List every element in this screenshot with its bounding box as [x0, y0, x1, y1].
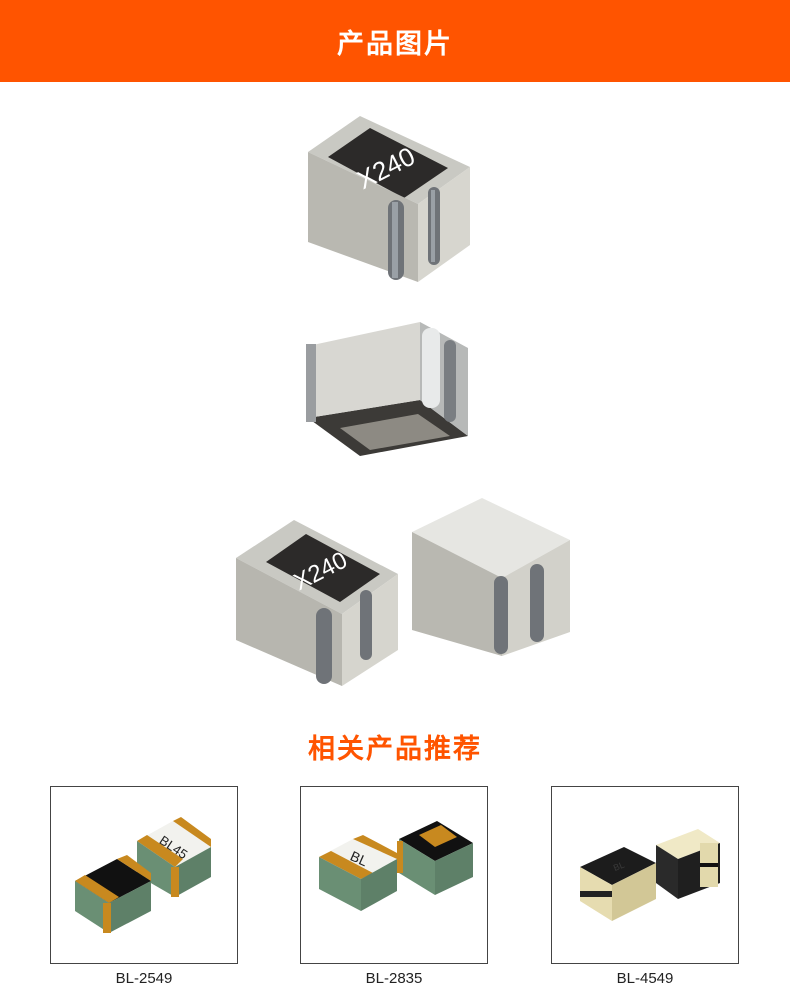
- product-name-bl-2835[interactable]: BL-2835: [365, 970, 423, 987]
- product-thumbnail: BL: [319, 821, 473, 911]
- product-name-bl-4549[interactable]: BL-4549: [616, 970, 674, 987]
- product-name-bl-2549[interactable]: BL-2549: [115, 970, 173, 987]
- product-photo-bottom-view: [306, 322, 468, 456]
- thumbnail-marking: BL: [612, 860, 626, 873]
- product-photo-pair-view: X240: [236, 498, 570, 686]
- product-photo-top-view: X240: [308, 116, 470, 282]
- page-title: 产品图片: [337, 28, 453, 60]
- related-products-title: 相关产品推荐: [308, 734, 482, 765]
- product-card-bl-2549[interactable]: BL45: [50, 786, 238, 964]
- header-banner: 产品图片: [0, 0, 790, 82]
- product-card-bl-4549[interactable]: BL: [551, 786, 739, 964]
- thumbnail-marking: BL: [348, 848, 370, 870]
- product-thumbnail: BL: [580, 829, 720, 921]
- product-thumbnail: BL45: [75, 817, 211, 933]
- product-card-bl-2835[interactable]: BL: [300, 786, 488, 964]
